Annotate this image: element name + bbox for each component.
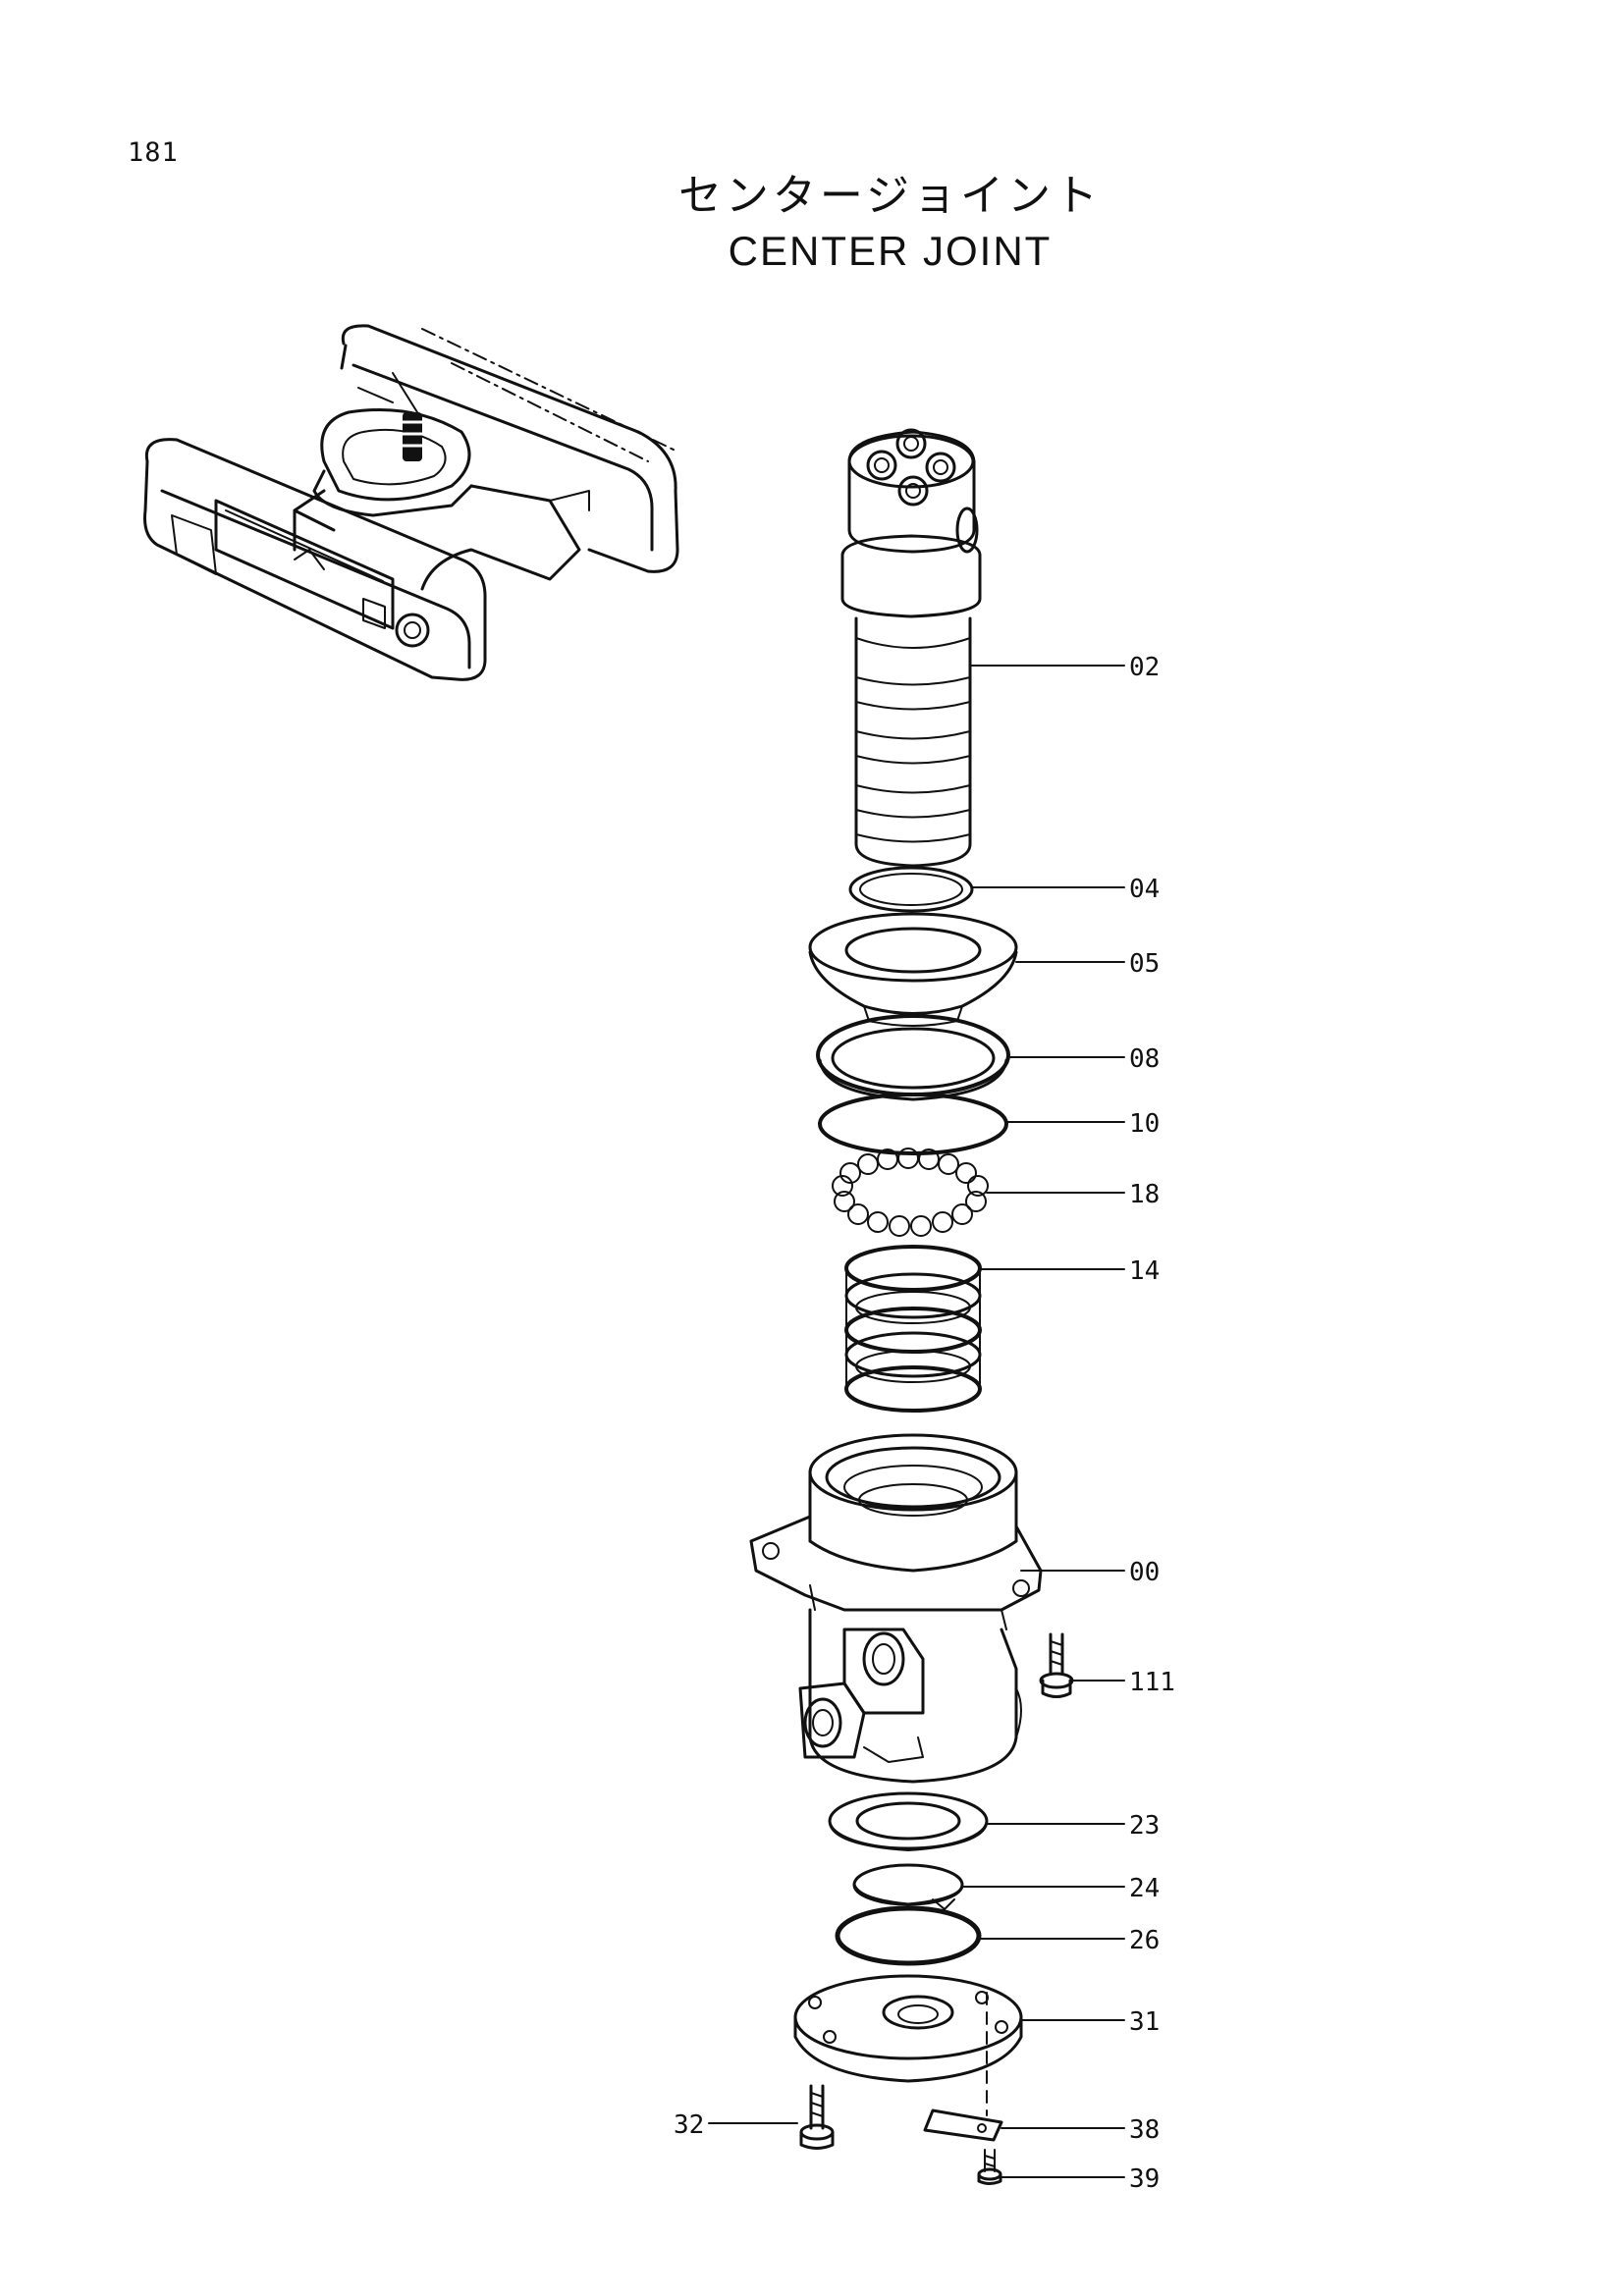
part-body-00: [749, 1433, 1043, 1784]
callout-24: 24: [1129, 1874, 1160, 1903]
callout-00: 00: [1129, 1558, 1160, 1587]
page-number: 181: [128, 137, 179, 168]
part-screw-39: [977, 2149, 1002, 2185]
callout-23: 23: [1129, 1811, 1160, 1841]
part-seals-14: [844, 1245, 982, 1413]
callout-02: 02: [1129, 653, 1160, 682]
part-spindle-02: [840, 428, 982, 868]
callout-04: 04: [1129, 875, 1160, 904]
part-plate-38: [923, 2109, 1003, 2142]
part-ring-04: [848, 866, 974, 913]
part-bolt-32: [799, 2084, 835, 2150]
callout-32: 32: [674, 2110, 704, 2140]
part-plate-23: [828, 1791, 989, 1851]
callout-39: 39: [1129, 2164, 1160, 2194]
callout-18: 18: [1129, 1180, 1160, 1209]
title-japanese: センタージョイント: [677, 171, 1103, 221]
part-bolt-111: [1039, 1632, 1074, 1698]
part-cover-05: [808, 912, 1018, 1027]
callout-labels: 02 04 05 08 10 18 14 00 111 23 24 26 31 …: [674, 653, 1175, 2194]
callout-14: 14: [1129, 1256, 1160, 1286]
callout-05: 05: [1129, 949, 1160, 979]
title-english: CENTER JOINT: [728, 228, 1053, 274]
part-seal-08: [816, 1014, 1010, 1101]
undercarriage-illustration: [143, 324, 679, 681]
callout-26: 26: [1129, 1926, 1160, 1955]
part-oring-10: [818, 1093, 1008, 1155]
callout-38: 38: [1129, 2115, 1160, 2145]
callout-10: 10: [1129, 1109, 1160, 1139]
callout-08: 08: [1129, 1044, 1160, 1074]
callout-31: 31: [1129, 2007, 1160, 2037]
part-oring-26: [835, 1905, 982, 1966]
leader-lines: [708, 665, 1125, 2178]
part-snapring-24: [852, 1863, 964, 1910]
callout-111: 111: [1129, 1668, 1175, 1697]
part-cover-31: [793, 1974, 1023, 2116]
page-title: センタージョイント CENTER JOINT: [0, 169, 1623, 279]
part-balls-18: [832, 1148, 989, 1237]
